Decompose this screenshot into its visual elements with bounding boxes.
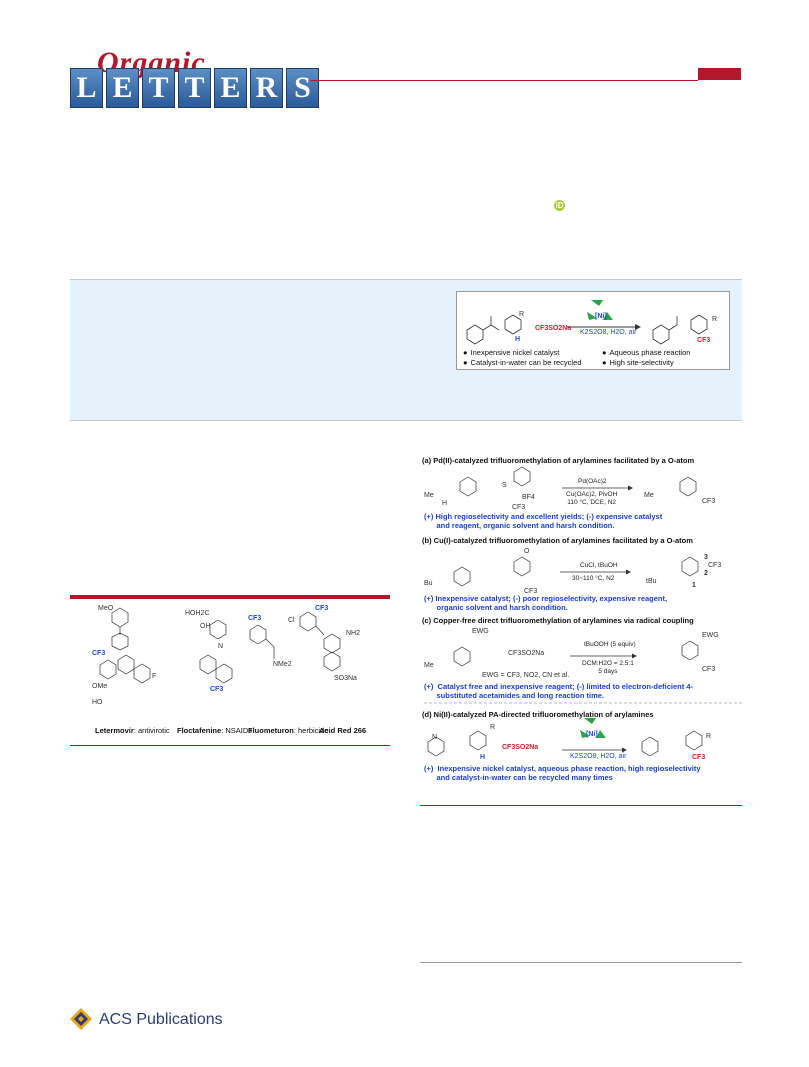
scheme-c-conditions-bottom: DCM:H2O = 2.5:1 5 days xyxy=(582,660,634,675)
figure1-caption-4: Acid Red 266 xyxy=(319,726,367,735)
scheme-b-conditions-top: CuCl, tBuOH xyxy=(580,562,618,569)
scheme-c-note: (+) Catalyst free and inexpensive reagen… xyxy=(424,682,694,700)
label-cf3: CF3 xyxy=(702,666,716,673)
header-tab xyxy=(698,68,741,80)
label-meo: MeO xyxy=(98,605,114,612)
scheme1[interactable]: (a) Pd(II)-catalyzed trifluoromethylatio… xyxy=(420,450,745,790)
label-r: R xyxy=(706,733,712,740)
label-cf3: CF3 xyxy=(512,504,526,511)
scheme-b-reagent: CF3 xyxy=(524,588,538,595)
label-cf3: CF3 xyxy=(692,754,706,761)
label-so3na: SO3Na xyxy=(334,675,357,682)
toc-conditions: K2S2O8, H2O, air xyxy=(580,329,637,336)
scheme-b-note: (+) Inexpensive catalyst; (-) poor regio… xyxy=(424,594,668,612)
logo-letter: E xyxy=(214,68,247,108)
figure1-caption-2: Floctafenine: NSAIDs xyxy=(177,726,253,735)
scheme-d-conditions: K2S2O8, H2O, air xyxy=(570,753,627,760)
orcid-icon[interactable]: iD xyxy=(554,200,565,211)
scheme-d-title: (d) Ni(II)-catalyzed PA-directed trifluo… xyxy=(422,710,654,719)
label-r: R xyxy=(490,724,496,731)
label-n: N xyxy=(218,643,224,650)
toc-graphic[interactable]: R H CF3SO2Na [Ni] K2S2O8, H2O, air R CF3… xyxy=(456,291,730,370)
label-hoh2c: HOH2C xyxy=(185,610,210,617)
label-num2: 2 xyxy=(704,570,708,577)
logo-letter: T xyxy=(178,68,211,108)
figure1-bottom-rule xyxy=(70,745,390,746)
label-cl: Cl xyxy=(288,617,295,624)
label-ho: HO xyxy=(92,699,103,706)
toc-structures xyxy=(466,300,708,345)
header-rule xyxy=(310,80,698,81)
scheme-a-conditions-bottom: Cu(OAc)2, PivOH 110 °C, DCE, N2 xyxy=(566,491,618,506)
scheme1-bottom-rule xyxy=(420,805,742,806)
scheme-c-title: (c) Copper-free direct trifluoromethylat… xyxy=(422,616,694,625)
scheme1-drawing xyxy=(424,466,742,757)
label-cf3: CF3 xyxy=(708,562,722,569)
label-h: H xyxy=(442,500,448,507)
label-ewg: EWG xyxy=(702,632,719,639)
scheme-d-note: (+) Inexpensive nickel catalyst, aqueous… xyxy=(424,764,701,782)
toc-substituent: R xyxy=(519,311,525,318)
toc-catalyst: [Ni] xyxy=(595,313,607,320)
label-h: H xyxy=(480,754,486,761)
label-me: Me xyxy=(424,492,434,499)
label-cf3: CF3 xyxy=(315,605,329,612)
scheme-a-conditions-top: Pd(OAc)2 xyxy=(578,478,607,485)
toc-bullet: High site-selectivity xyxy=(602,358,674,367)
toc-bullet: Inexpensive nickel catalyst xyxy=(463,348,560,357)
label-me: Me xyxy=(644,492,654,499)
footnote-rule xyxy=(420,962,742,963)
label-cf3: CF3 xyxy=(210,686,224,693)
toc-site-label: H xyxy=(515,336,521,343)
toc-product-group: CF3 xyxy=(697,337,711,344)
journal-logo: L E T T E R S xyxy=(70,68,319,108)
toc-product-substituent: R xyxy=(712,316,718,323)
label-nme2: NMe2 xyxy=(273,661,292,668)
logo-letter: L xyxy=(70,68,103,108)
label-bu: Bu xyxy=(424,580,433,587)
logo-letter: S xyxy=(286,68,319,108)
label-num1: 1 xyxy=(692,582,696,589)
scheme-d-reagent: CF3SO2Na xyxy=(502,744,539,751)
label-ewg: EWG xyxy=(472,628,489,635)
label-s: S xyxy=(502,482,507,489)
label-nh2: NH2 xyxy=(346,630,361,637)
scheme-c-conditions-top: tBuOOH (5 equiv) xyxy=(584,641,636,648)
figure1-drawing xyxy=(99,607,341,684)
label-ome: OMe xyxy=(92,683,108,690)
toc-bullet: Catalyst-in-water can be recycled xyxy=(463,358,582,367)
label-num3: 3 xyxy=(704,554,708,561)
figure1-top-rule xyxy=(70,595,390,599)
label-o: O xyxy=(524,548,530,555)
label-cf3: CF3 xyxy=(702,498,716,505)
label-f: F xyxy=(152,673,157,680)
scheme-b-conditions-bottom: 30~110 °C, N2 xyxy=(572,575,615,582)
toc-reagent: CF3SO2Na xyxy=(535,325,572,332)
logo-letter: T xyxy=(142,68,175,108)
label-cf3: CF3 xyxy=(92,650,106,657)
scheme-a-title: (a) Pd(II)-catalyzed trifluoromethylatio… xyxy=(422,456,695,465)
scheme-a-note: (+) High regioselectivity and excellent … xyxy=(424,512,663,530)
scheme-d-catalyst: [Ni] xyxy=(586,731,598,738)
label-n: N xyxy=(432,734,438,741)
scheme-c-extra: EWG = CF3, NO2, CN et al. xyxy=(482,672,570,679)
label-oh: OH xyxy=(200,623,211,630)
label-tbu: tBu xyxy=(646,578,657,585)
logo-letter: R xyxy=(250,68,283,108)
label-me: Me xyxy=(424,662,434,669)
figure1-caption-1: Letermovir: antivirotic xyxy=(95,726,170,735)
figure1-structures[interactable]: MeO CF3 OMe HO F HOH2C OH N CF3 CF3 NMe2… xyxy=(90,605,370,715)
label-cf3: CF3 xyxy=(248,615,262,622)
scheme-a-reagent: BF4 xyxy=(522,494,535,501)
publisher-name[interactable]: ACS Publications xyxy=(99,1011,223,1028)
acs-logo-icon xyxy=(68,1006,94,1032)
toc-bullet: Aqueous phase reaction xyxy=(602,348,691,357)
acs-logo-drawing xyxy=(70,1008,92,1030)
logo-letter: E xyxy=(106,68,139,108)
scheme-c-reagent: CF3SO2Na xyxy=(508,650,545,657)
scheme-b-title: (b) Cu(I)-catalyzed trifluoromethylation… xyxy=(422,536,693,545)
figure1-caption-3: Fluometuron: herbicide xyxy=(248,726,329,735)
